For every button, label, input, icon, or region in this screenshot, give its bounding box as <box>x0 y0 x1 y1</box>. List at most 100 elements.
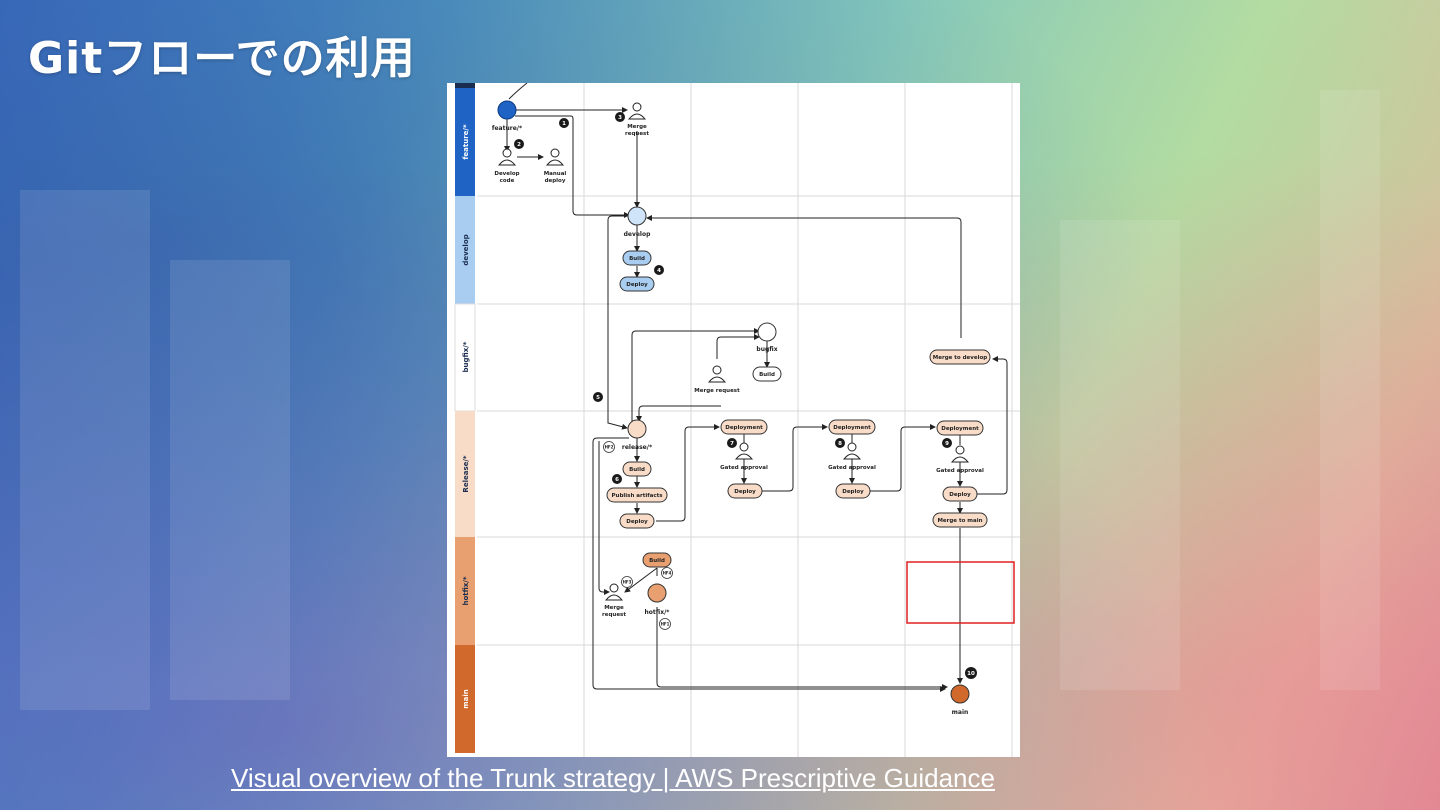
lane-label-feature: feature/* <box>462 124 470 160</box>
branch-node-main <box>950 684 970 704</box>
pill-release-build <box>622 461 652 477</box>
step-badge-2: 2 <box>517 142 521 148</box>
pill-merge-to-develop <box>929 349 991 365</box>
tag-hf2: HF2 <box>605 445 614 450</box>
pill-deployment-1 <box>720 419 768 435</box>
step-badge-3: 3 <box>618 115 622 121</box>
branch-label-feature: feature/* <box>492 125 523 132</box>
pill-publish-artifacts <box>606 487 668 503</box>
branch-node-develop <box>627 206 647 226</box>
label-deploy-2: Deploy <box>842 489 864 495</box>
label-deployment-2: Deployment <box>833 425 871 431</box>
pill-deploy-1 <box>727 483 763 499</box>
label-develop-build: Build <box>629 256 645 262</box>
lane-main <box>455 645 475 753</box>
label-gated-approval-1: Gated approval <box>720 465 768 471</box>
lane-release <box>455 411 475 537</box>
pill-develop-deploy <box>619 276 655 292</box>
lane-label-hotfix: hotfix/* <box>462 576 470 605</box>
highlight-box <box>906 561 1015 624</box>
tag-hf4: HF4 <box>663 571 672 576</box>
person-icon-gated-approval-2 <box>842 442 862 460</box>
step-badge-4: 4 <box>657 268 661 274</box>
step-badges: 1 2 3 4 5 6 7 8 9 10 <box>514 112 977 679</box>
tag-hf1: HF1 <box>661 622 670 627</box>
label-gated-approval-2: Gated approval <box>828 465 876 471</box>
label-hotfix-build: Build <box>649 558 665 564</box>
label-develop-deploy: Deploy <box>626 282 648 288</box>
person-icons <box>497 102 970 601</box>
branch-node-feature <box>497 100 517 120</box>
connectors <box>504 83 1008 692</box>
pill-deployment-2 <box>828 419 876 435</box>
lane-develop <box>455 196 475 304</box>
label-deployment-3: Deployment <box>941 426 979 432</box>
step-badge-8: 8 <box>838 441 842 447</box>
branch-node-bugfix <box>757 322 777 342</box>
step-badge-5: 5 <box>596 395 600 401</box>
label-deploy-1: Deploy <box>734 489 756 495</box>
person-icon-gated-approval-1 <box>734 442 754 460</box>
lane-feature <box>455 88 475 196</box>
background-building <box>1320 90 1380 690</box>
step-badge-6: 6 <box>615 477 619 483</box>
branch-node-hotfix <box>647 583 667 603</box>
label-gated-approval-3: Gated approval <box>936 468 984 474</box>
pill-release-deploy <box>619 513 655 529</box>
label-merge-request-bugfix: Merge request <box>694 388 740 394</box>
person-icon-merge-request-1 <box>627 102 647 120</box>
branch-label-hotfix: hotfix/* <box>645 609 671 616</box>
branch-label-main: main <box>952 709 969 716</box>
lane-hotfix <box>455 537 475 645</box>
branch-nodes: feature/* develop bugfix release/* hotfi… <box>492 100 970 716</box>
label-release-build: Build <box>629 467 645 473</box>
gitflow-diagram: feature/* develop bugfix/* Release/* hot… <box>454 83 1020 757</box>
person-icon-merge-request-bugfix <box>707 365 727 383</box>
person-icon-gated-approval-3 <box>950 445 970 463</box>
pill-deploy-3 <box>942 486 978 502</box>
label-merge-to-develop: Merge to develop <box>933 355 987 361</box>
label-bugfix-build: Build <box>759 372 775 378</box>
pill-bugfix-build <box>752 366 782 382</box>
hotfix-tags: HF2 HF4 HF3 HF1 <box>603 441 673 630</box>
diagram-frame: feature/* develop bugfix/* Release/* hot… <box>447 83 1020 757</box>
step-badge-9: 9 <box>945 441 949 447</box>
pill-hotfix-build <box>642 552 672 568</box>
pill-deploy-2 <box>835 483 871 499</box>
action-pills <box>606 250 991 568</box>
branch-label-develop: develop <box>624 231 652 238</box>
source-link[interactable]: Visual overview of the Trunk strategy | … <box>231 763 995 793</box>
pill-merge-to-main <box>932 512 988 528</box>
branch-node-release <box>627 419 647 439</box>
person-icon-manual-deploy <box>545 148 565 166</box>
person-icon-develop-code <box>497 148 517 166</box>
label-deployment-1: Deployment <box>725 425 763 431</box>
grid-lines <box>477 83 1020 757</box>
tag-hf3: HF3 <box>623 580 632 585</box>
lane-label-main: main <box>462 689 470 708</box>
label-release-deploy: Deploy <box>626 519 648 525</box>
lane-headers: feature/* develop bugfix/* Release/* hot… <box>454 83 476 753</box>
action-labels: Build Deploy Build Merge to develop Buil… <box>612 256 988 564</box>
background-building <box>20 190 150 710</box>
label-deploy-3: Deploy <box>949 492 971 498</box>
step-badge-10: 10 <box>967 671 975 677</box>
pill-develop-build <box>622 250 652 266</box>
label-merge-to-main: Merge to main <box>937 518 982 524</box>
person-icon-merge-request-hotfix <box>604 583 624 601</box>
background-building <box>1060 220 1180 690</box>
pill-deployment-3 <box>936 420 984 436</box>
lane-label-release: Release/* <box>462 455 470 492</box>
step-badge-7: 7 <box>730 441 734 447</box>
label-publish-artifacts: Publish artifacts <box>612 493 664 499</box>
step-badge-1: 1 <box>562 121 566 127</box>
lane-label-develop: develop <box>462 234 470 265</box>
branch-label-bugfix: bugfix <box>756 346 777 353</box>
lane-label-bugfix: bugfix/* <box>462 341 470 372</box>
background-building <box>170 260 290 700</box>
